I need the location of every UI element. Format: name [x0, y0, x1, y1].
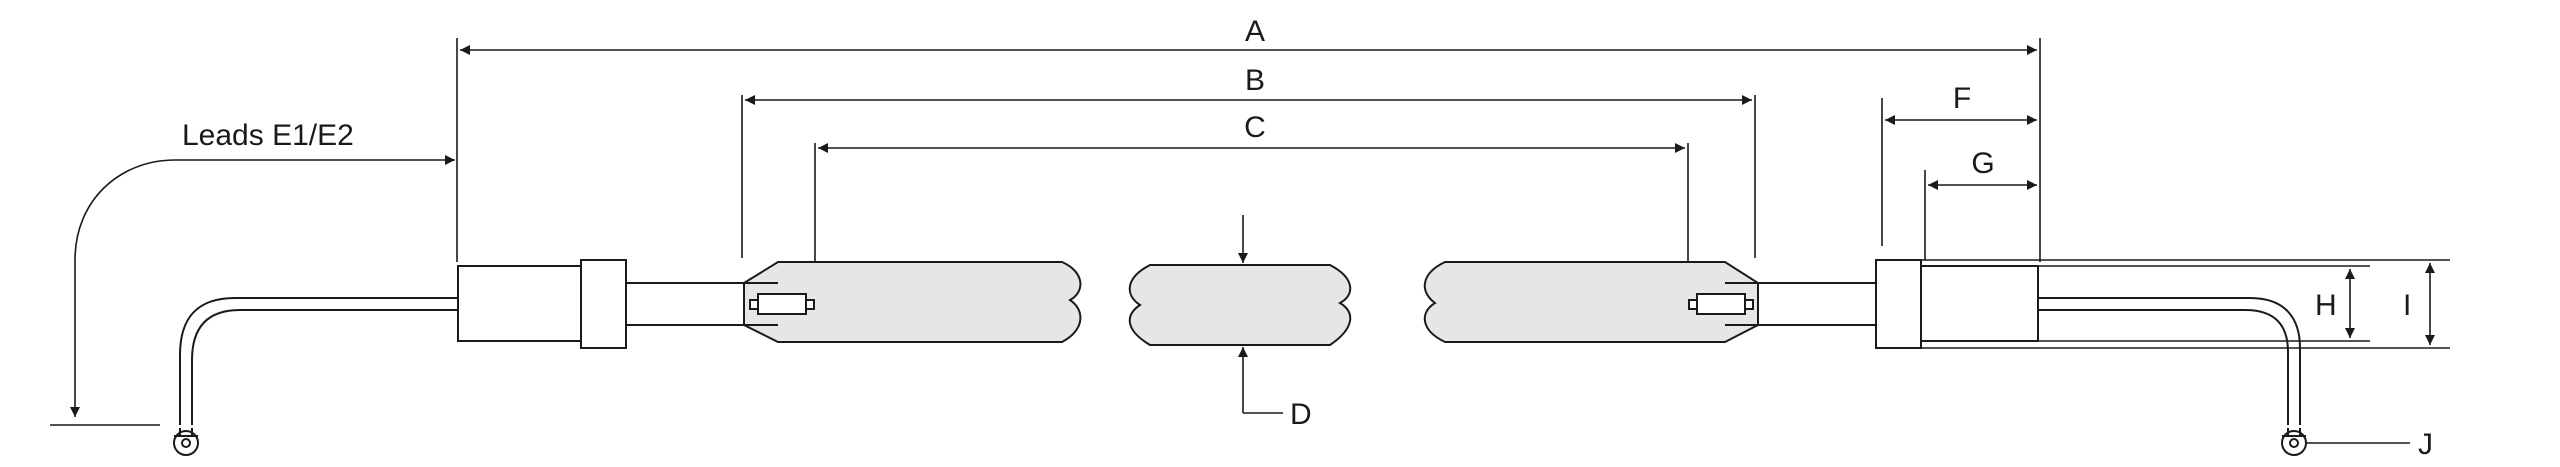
leads-callout: Leads E1/E2 [50, 119, 455, 426]
dimension-h: H [2315, 269, 2355, 338]
dimension-d: D [1238, 215, 1312, 431]
label-a: A [1245, 15, 1265, 48]
tube-right-section [1423, 261, 1759, 343]
dimension-a: A [460, 15, 2037, 55]
dimension-b: B [745, 64, 1752, 105]
label-j-callout: J [2306, 428, 2433, 461]
label-d: D [1290, 398, 1312, 431]
tube-left-section [743, 261, 1082, 343]
label-b: B [1245, 64, 1265, 97]
label-c: C [1244, 111, 1266, 144]
label-f: F [1953, 82, 1971, 115]
dimension-c: C [818, 111, 1685, 153]
left-electrode [757, 293, 807, 315]
label-h: H [2315, 289, 2337, 322]
label-g: G [1971, 147, 1994, 180]
right-electrode [1696, 293, 1746, 315]
dimension-g: G [1928, 147, 2037, 190]
left-end-cap [457, 259, 745, 349]
dimension-f: F [1885, 82, 2037, 125]
reference-lines [1921, 259, 2450, 349]
tube-middle-section [1128, 264, 1352, 346]
label-leads: Leads E1/E2 [182, 119, 354, 152]
right-lead-wire [2038, 297, 2307, 456]
right-end-cap [1757, 259, 2039, 349]
dimension-i: I [2403, 263, 2435, 345]
label-i: I [2403, 289, 2411, 322]
extension-lines [456, 38, 2041, 295]
left-lead-wire [173, 297, 458, 456]
label-j: J [2418, 428, 2433, 461]
